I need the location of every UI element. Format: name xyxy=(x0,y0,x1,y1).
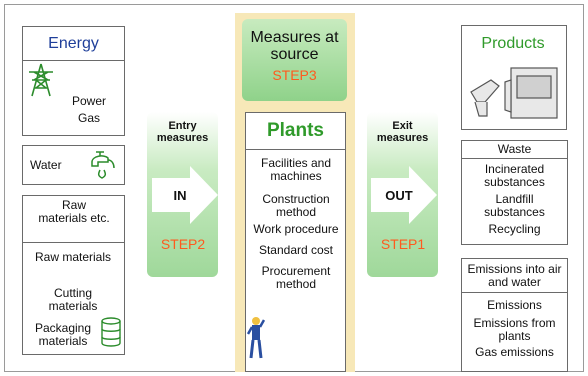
plants-title: Plants xyxy=(266,120,325,141)
energy-box xyxy=(22,26,125,136)
product-title: Products xyxy=(481,35,545,52)
emissions-item-gas: Gas emissions xyxy=(475,345,554,359)
drum-can-icon xyxy=(101,317,121,347)
plants-item-facilities: Facilities and machines xyxy=(260,156,332,183)
energy-item-power: Power xyxy=(71,94,106,108)
plants-box xyxy=(245,112,346,372)
entry-arrow-icon xyxy=(152,166,218,224)
plants-item-work-procedure: Work procedure xyxy=(253,222,339,236)
plants-item-standard-cost: Standard cost xyxy=(258,243,334,257)
waste-box xyxy=(461,140,568,245)
raw-materials-divider xyxy=(22,242,125,243)
plants-item-procurement: Procurement method xyxy=(261,264,331,291)
energy-title: Energy xyxy=(48,35,99,52)
energy-title-divider xyxy=(22,60,125,61)
source-step-label: STEP3 xyxy=(272,67,317,83)
waste-divider xyxy=(461,158,568,159)
waste-item-recycling: Recycling xyxy=(488,222,541,236)
emissions-box xyxy=(461,258,568,372)
raw-materials-box xyxy=(22,195,125,355)
emissions-divider xyxy=(461,292,568,293)
water-box xyxy=(22,145,125,185)
waste-item-incinerated: Incinerated substances xyxy=(484,162,545,189)
energy-item-gas: Gas xyxy=(77,111,100,125)
exit-arrow-icon xyxy=(371,166,437,224)
plants-item-construction: Construction method xyxy=(262,192,330,219)
raw-item-cutting-materials: Cutting materials xyxy=(48,286,98,313)
emissions-item-from-plants: Emissions from plants xyxy=(473,316,556,343)
raw-materials-header: Raw materials etc. xyxy=(38,198,110,225)
emissions-item-emissions: Emissions xyxy=(487,298,542,312)
water-label: Water xyxy=(30,158,62,172)
raw-item-packaging-materials: Packaging materials xyxy=(34,321,92,348)
product-machines-icon xyxy=(470,67,558,119)
exit-step-label: STEP1 xyxy=(380,236,426,252)
worker-icon xyxy=(247,317,265,359)
entry-measures-label: Entry measures xyxy=(156,120,209,144)
exit-measures-label: Exit measures xyxy=(376,120,429,144)
exit-arrow-text: OUT xyxy=(385,188,413,203)
faucet-icon xyxy=(91,151,115,179)
source-title: Measures at source xyxy=(250,29,339,63)
plants-title-divider xyxy=(245,149,346,150)
emissions-header: Emissions into air and water xyxy=(467,262,562,289)
power-tower-icon xyxy=(29,63,53,97)
waste-header: Waste xyxy=(497,142,532,156)
entry-step-label: STEP2 xyxy=(160,236,206,252)
raw-item-raw-materials: Raw materials xyxy=(34,250,112,264)
source-box xyxy=(242,19,347,101)
entry-arrow-text: IN xyxy=(173,188,187,203)
waste-item-landfill: Landfill substances xyxy=(484,192,545,219)
